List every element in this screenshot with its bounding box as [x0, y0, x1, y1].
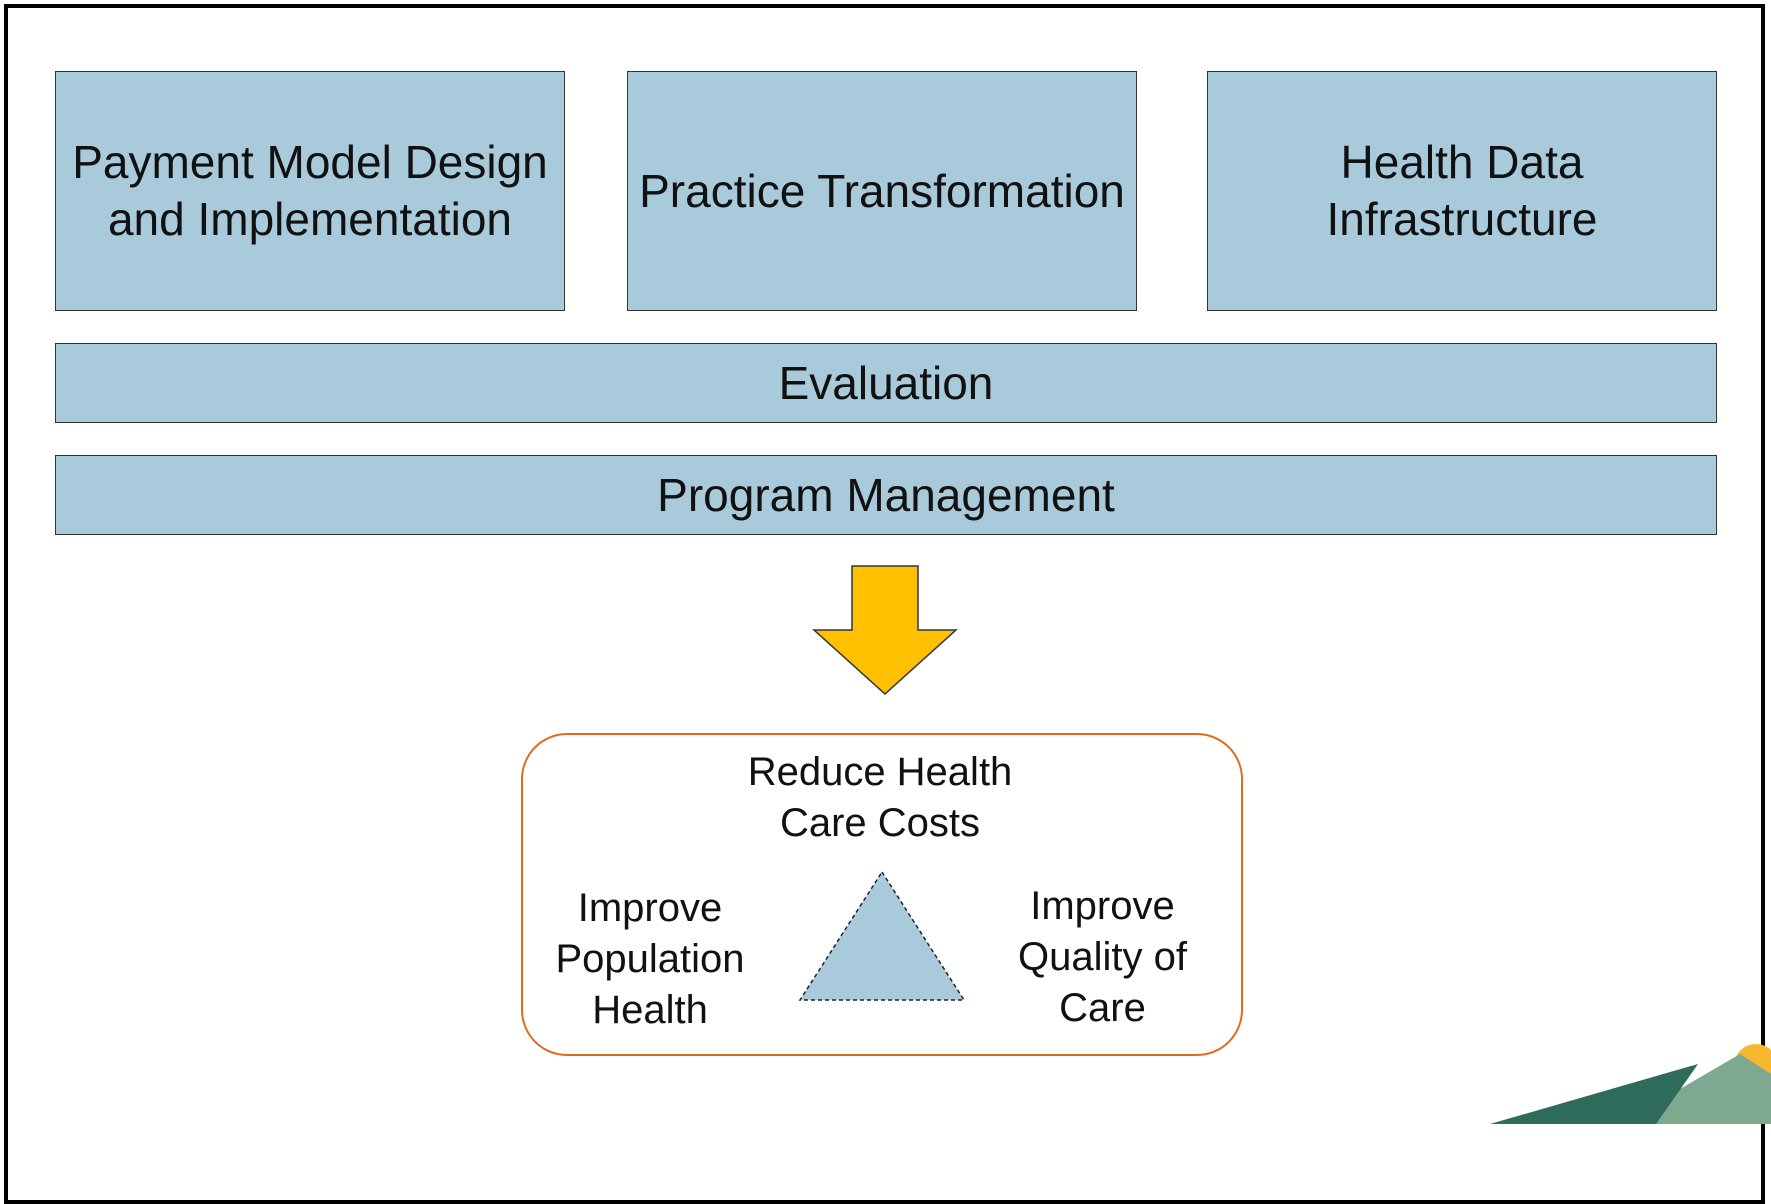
dark-mountain-shape: [1490, 1064, 1698, 1124]
evaluation-bar: Evaluation: [55, 343, 1717, 423]
practice-transformation-label: Practice Transformation: [639, 164, 1125, 217]
program-management-bar: Program Management: [55, 455, 1717, 535]
payment-model-box: Payment Model Design and Implementation: [55, 71, 565, 311]
down-arrow-icon: [812, 564, 958, 696]
health-data-label: Health Data Infrastructure: [1326, 136, 1598, 245]
mountain-logo-icon: [1490, 1030, 1771, 1124]
evaluation-label: Evaluation: [778, 356, 994, 409]
population-health-label: Improve Population Health: [555, 886, 745, 1032]
triangle-shape: [798, 870, 966, 1001]
payment-model-label: Payment Model Design and Implementation: [72, 136, 548, 245]
health-data-box: Health Data Infrastructure: [1207, 71, 1717, 311]
reduce-costs-label: Reduce Health Care Costs: [747, 750, 1013, 845]
practice-transformation-box: Practice Transformation: [627, 71, 1137, 311]
program-management-label: Program Management: [657, 468, 1115, 521]
triple-aim-box: [521, 733, 1243, 1056]
quality-of-care-label: Improve Quality of Care: [1018, 884, 1187, 1030]
triangle-icon: [797, 869, 967, 1004]
down-arrow-shape: [812, 565, 958, 696]
